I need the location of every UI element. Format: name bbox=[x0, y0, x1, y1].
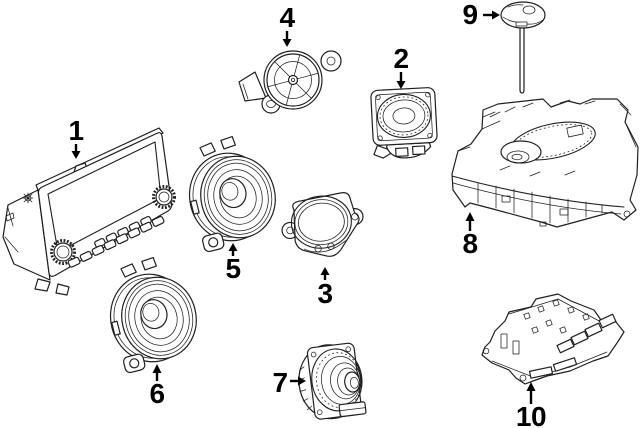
callout-2-label[interactable]: 2 bbox=[393, 43, 409, 74]
tune-knob[interactable] bbox=[152, 185, 176, 209]
callout-9-label[interactable]: 9 bbox=[462, 0, 478, 30]
callout-7[interactable]: 7 bbox=[272, 367, 306, 398]
antenna-mast bbox=[519, 26, 525, 94]
callout-4[interactable]: 4 bbox=[279, 2, 296, 47]
amp-connectors bbox=[528, 313, 617, 379]
part-2-box-speaker[interactable] bbox=[370, 87, 439, 159]
arrow-up-icon bbox=[526, 382, 536, 391]
arrow-down-icon bbox=[71, 151, 81, 159]
part-3-flange-speaker[interactable] bbox=[279, 191, 367, 261]
callout-1-label[interactable]: 1 bbox=[68, 115, 84, 146]
part-8-subwoofer-enclosure[interactable] bbox=[451, 98, 639, 228]
part-5-door-speaker-front[interactable] bbox=[176, 129, 286, 254]
callout-3-label[interactable]: 3 bbox=[317, 278, 333, 309]
volume-knob[interactable] bbox=[50, 239, 76, 265]
callout-8-label[interactable]: 8 bbox=[462, 228, 478, 259]
callout-5-label[interactable]: 5 bbox=[225, 253, 241, 284]
callout-7-label[interactable]: 7 bbox=[272, 367, 288, 398]
amp-vent-holes bbox=[523, 299, 590, 334]
callout-2[interactable]: 2 bbox=[393, 43, 409, 89]
part-9-roof-antenna[interactable] bbox=[500, 1, 546, 94]
part-7-speaker-back-view[interactable] bbox=[295, 341, 367, 422]
arrow-right-icon bbox=[492, 10, 500, 20]
part-10-amplifier[interactable] bbox=[481, 293, 625, 385]
tweeter-grille-icon bbox=[266, 53, 320, 107]
arrow-up-icon bbox=[228, 243, 238, 251]
antenna-base bbox=[500, 1, 546, 29]
callout-1[interactable]: 1 bbox=[68, 115, 84, 159]
head-unit-buttons[interactable] bbox=[67, 215, 165, 268]
arrow-down-icon bbox=[282, 39, 292, 47]
callout-6[interactable]: 6 bbox=[149, 364, 165, 409]
arrow-up-icon bbox=[465, 212, 475, 221]
callout-4-label[interactable]: 4 bbox=[279, 2, 296, 33]
arrow-down-icon bbox=[396, 81, 406, 89]
screw-detail-icon bbox=[22, 192, 34, 204]
part-6-door-speaker-rear[interactable] bbox=[97, 250, 207, 375]
callout-3[interactable]: 3 bbox=[317, 267, 333, 309]
arrow-up-icon bbox=[320, 267, 330, 275]
head-unit-bezel bbox=[37, 132, 173, 277]
arrow-up-icon bbox=[152, 364, 162, 373]
enclosure-top-detail bbox=[457, 98, 637, 177]
part-1-radio-head-unit[interactable] bbox=[2, 127, 176, 296]
amp-clips bbox=[500, 333, 520, 355]
callout-6-label[interactable]: 6 bbox=[149, 378, 165, 409]
callout-9[interactable]: 9 bbox=[462, 0, 500, 30]
arrow-right-icon bbox=[298, 376, 306, 386]
callout-10[interactable]: 10 bbox=[516, 382, 547, 428]
callout-10-label[interactable]: 10 bbox=[516, 401, 547, 428]
part-4-tweeter-speaker[interactable] bbox=[238, 50, 342, 114]
callout-8[interactable]: 8 bbox=[462, 212, 478, 259]
callout-5[interactable]: 5 bbox=[225, 243, 241, 284]
